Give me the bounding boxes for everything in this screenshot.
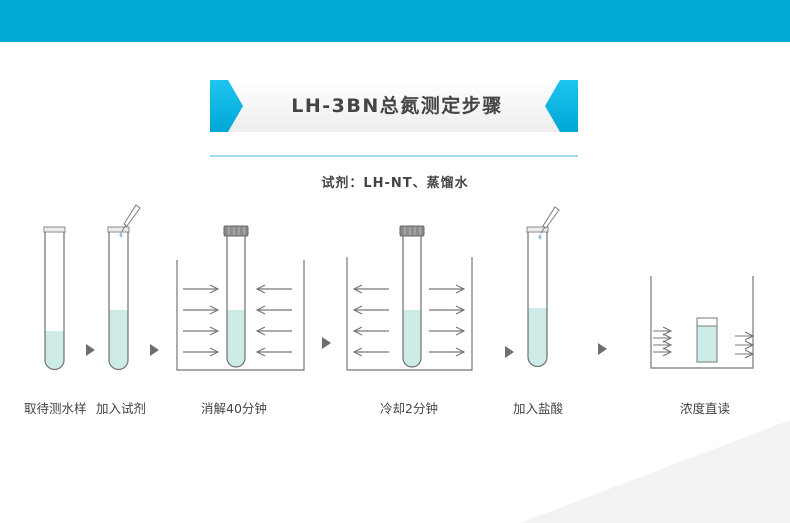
reagent-tube: [107, 226, 130, 371]
step-arrow-icon: [322, 337, 331, 349]
pipette-icon: [538, 206, 560, 240]
cooling-bath: [346, 225, 473, 371]
sample-tube: [43, 226, 66, 371]
acid-tube: [526, 226, 549, 368]
pipette-icon: [119, 204, 141, 238]
process-diagram: [43, 204, 790, 371]
step-arrow-icon: [86, 344, 95, 356]
step-label-digest: 消解40分钟: [201, 401, 267, 416]
digestion-bath: [176, 225, 305, 371]
reading-chamber: [650, 276, 754, 369]
top-accent-bar: [0, 0, 790, 42]
step-label-read: 浓度直读: [680, 401, 731, 416]
step-label-add-acid: 加入盐酸: [513, 401, 564, 416]
step-arrow-icon: [150, 344, 159, 356]
step-arrow-icon: [598, 343, 607, 355]
light-arrows-icon: [653, 331, 753, 354]
title-banner: [210, 80, 578, 157]
cooling-arrows-icon: [354, 289, 464, 352]
step-label-cool: 冷却2分钟: [380, 401, 438, 416]
reagent-text: 试剂：LH-NT、蒸馏水: [321, 176, 469, 191]
step-label-add-reagent: 加入试剂: [96, 401, 147, 416]
heat-arrows-icon: [183, 289, 292, 352]
step-arrow-icon: [505, 346, 514, 358]
step-label-sample: 取待测水样: [24, 401, 87, 416]
page-title: LH-3BN总氮测定步骤: [291, 95, 503, 117]
